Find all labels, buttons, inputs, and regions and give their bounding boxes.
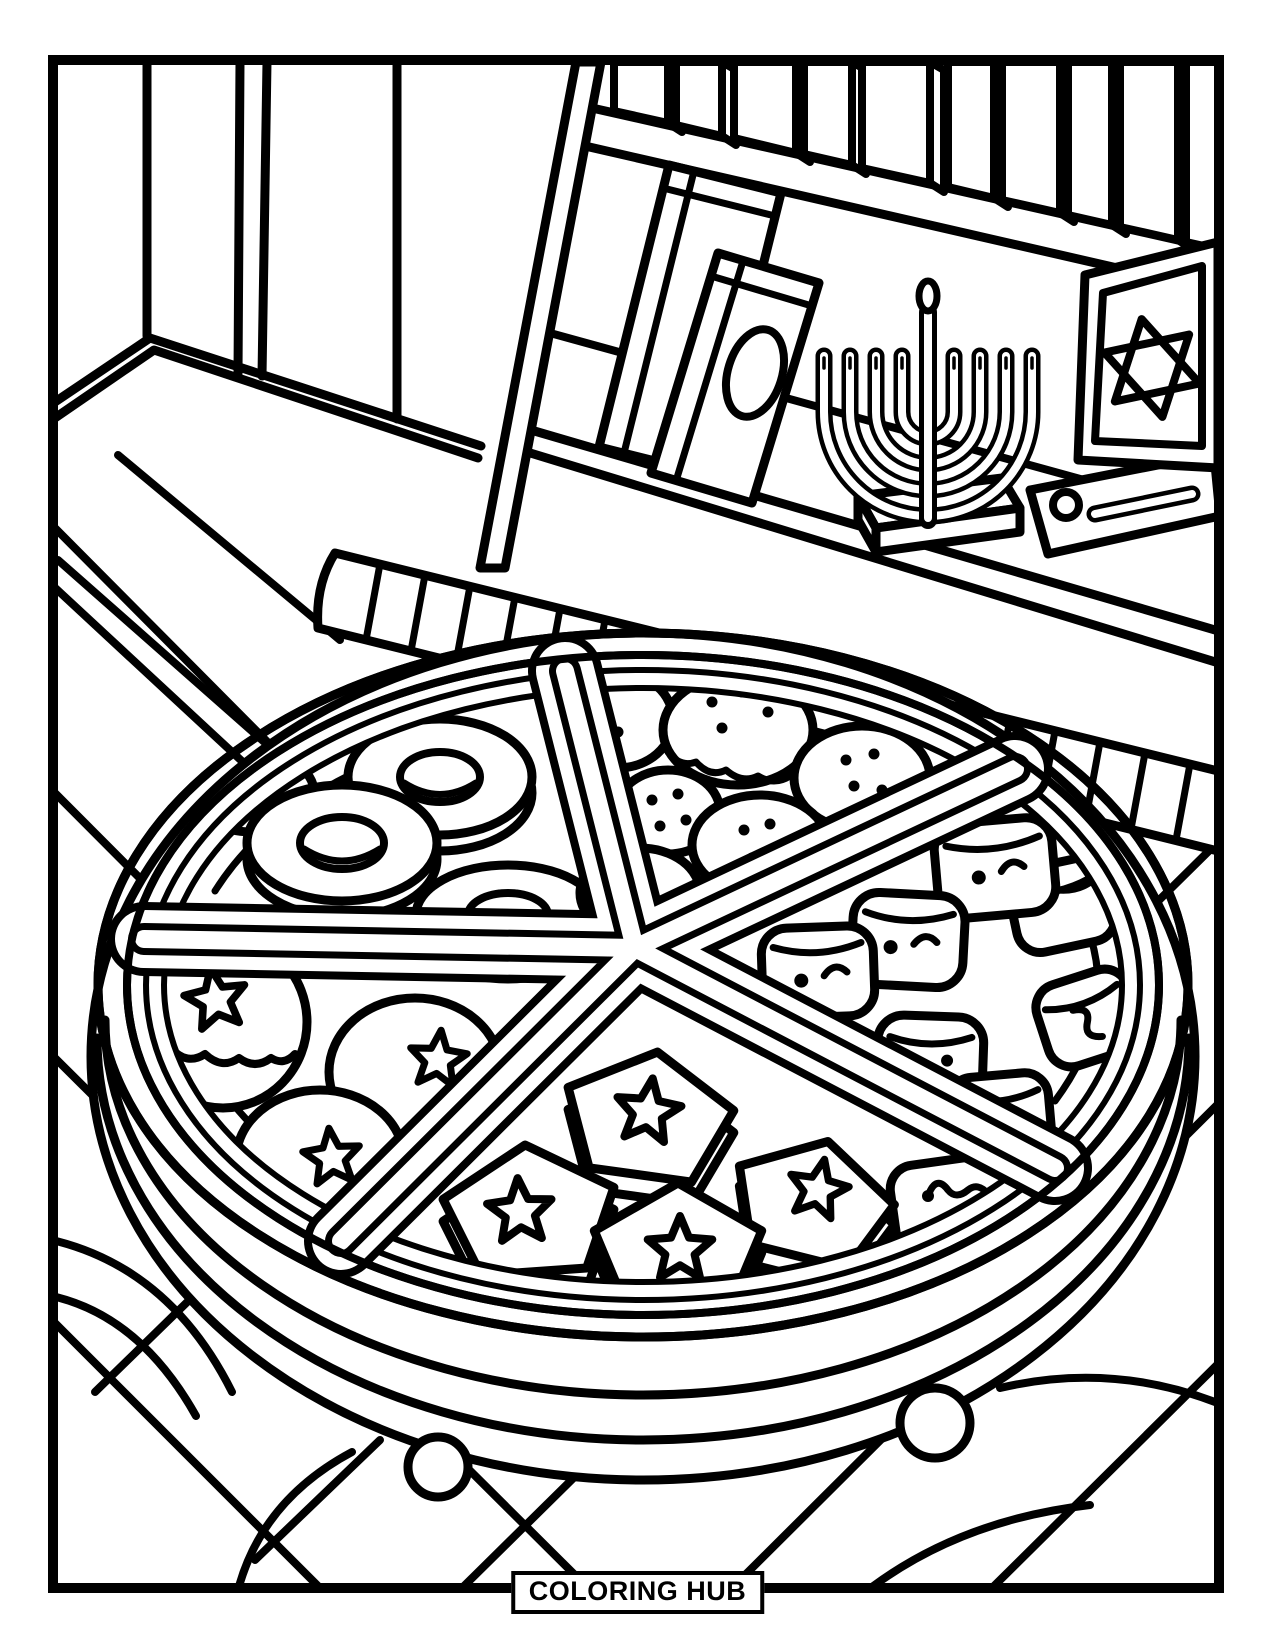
- brand-label: COLORING HUB: [528, 1576, 747, 1606]
- bookshelf: [475, 65, 1214, 667]
- wall-corner: [58, 65, 486, 463]
- tray-foot: [895, 1383, 975, 1463]
- menorah-icon: [815, 277, 1041, 557]
- tray-foot: [403, 1432, 473, 1502]
- star-of-david-frame-icon: [1073, 238, 1214, 473]
- shelf-post: [475, 65, 606, 573]
- tray-dividers: [107, 634, 1092, 1278]
- leaning-books: [594, 160, 824, 508]
- book-spines-row: [610, 65, 1214, 253]
- treat-tray: [86, 628, 1200, 1502]
- brand-label-box: COLORING HUB: [510, 1571, 765, 1614]
